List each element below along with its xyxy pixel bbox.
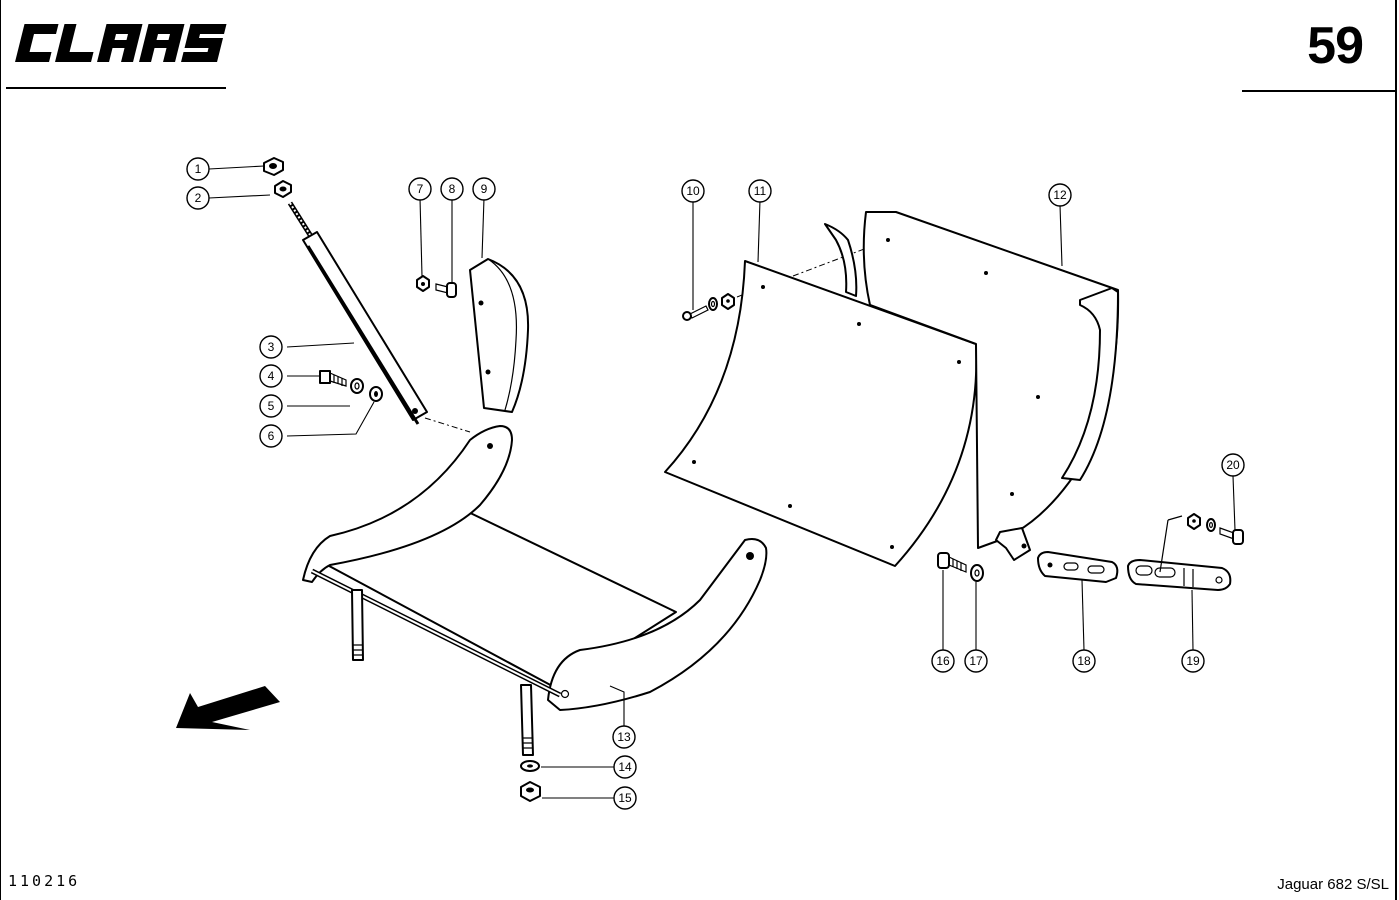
callout-label: 15 — [618, 791, 632, 805]
nut-part-15 — [520, 781, 541, 802]
callout-14: 14 — [613, 755, 637, 779]
callout-12: 12 — [1048, 183, 1072, 207]
logo-underline — [6, 87, 226, 89]
callout-11: 11 — [748, 179, 772, 203]
callout-label: 2 — [195, 191, 202, 205]
callout-20: 20 — [1221, 453, 1245, 477]
document-number: 110216 — [8, 872, 81, 890]
callout-label: 1 — [195, 162, 202, 176]
claas-logo — [15, 24, 227, 62]
callout-label: 14 — [618, 760, 632, 774]
cover-sheet-part-11 — [664, 260, 978, 567]
washer-part-14 — [520, 760, 540, 772]
slotted-bracket-part-19 — [1127, 559, 1232, 591]
callout-label: 6 — [268, 429, 275, 443]
slotted-strap-part-18 — [1037, 551, 1119, 583]
callout-label: 18 — [1077, 654, 1091, 668]
callout-10: 10 — [681, 179, 705, 203]
callout-18: 18 — [1072, 649, 1096, 673]
washer-part-17 — [970, 564, 984, 582]
callout-5: 5 — [259, 394, 283, 418]
callout-label: 9 — [481, 182, 488, 196]
leader-lines — [208, 165, 1236, 799]
callout-label: 13 — [617, 730, 631, 744]
fastener-set-part-20 — [1187, 513, 1244, 545]
nut-part-7 — [416, 275, 430, 292]
callout-label: 10 — [686, 184, 700, 198]
page-number: 59 — [1307, 17, 1364, 75]
callout-label: 8 — [449, 182, 456, 196]
callout-label: 11 — [754, 184, 767, 198]
bolt-part-8 — [435, 282, 457, 298]
callout-label: 16 — [936, 654, 950, 668]
callout-3: 3 — [259, 335, 283, 359]
callout-4: 4 — [259, 364, 283, 388]
callout-label: 19 — [1186, 654, 1200, 668]
page-number-underline — [1242, 90, 1396, 92]
side-plate-part-9 — [469, 258, 530, 413]
callout-7: 7 — [408, 177, 432, 201]
bolt-part-4 — [319, 370, 347, 387]
callout-17: 17 — [964, 649, 988, 673]
frame-left-border — [0, 0, 1, 900]
callout-label: 12 — [1053, 188, 1067, 202]
callout-9: 9 — [472, 177, 496, 201]
callout-label: 3 — [268, 340, 275, 354]
fastener-set-part-10 — [682, 293, 735, 321]
callout-1: 1 — [186, 157, 210, 181]
callout-19: 19 — [1181, 649, 1205, 673]
lower-trough-part-13 — [302, 425, 768, 756]
washer-part-5 — [350, 378, 364, 394]
callout-8: 8 — [440, 177, 464, 201]
nut-part-1 — [263, 157, 284, 176]
bolt-part-16 — [937, 552, 967, 573]
callout-label: 17 — [969, 654, 983, 668]
callout-6: 6 — [259, 424, 283, 448]
model-name: Jaguar 682 S/SL — [1277, 876, 1389, 893]
callout-label: 7 — [417, 182, 424, 196]
direction-arrow-icon — [176, 686, 280, 730]
callout-13: 13 — [612, 725, 636, 749]
frame-right-border — [1395, 0, 1397, 900]
nut-part-2 — [274, 180, 292, 198]
callout-2: 2 — [186, 186, 210, 210]
support-rod-part-3 — [287, 201, 428, 425]
callout-label: 4 — [268, 369, 275, 383]
callout-16: 16 — [931, 649, 955, 673]
rear-housing-part-12 — [824, 211, 1120, 561]
washer-part-6 — [369, 386, 383, 402]
callout-15: 15 — [613, 786, 637, 810]
callout-label: 20 — [1226, 458, 1240, 472]
callout-label: 5 — [268, 399, 275, 413]
